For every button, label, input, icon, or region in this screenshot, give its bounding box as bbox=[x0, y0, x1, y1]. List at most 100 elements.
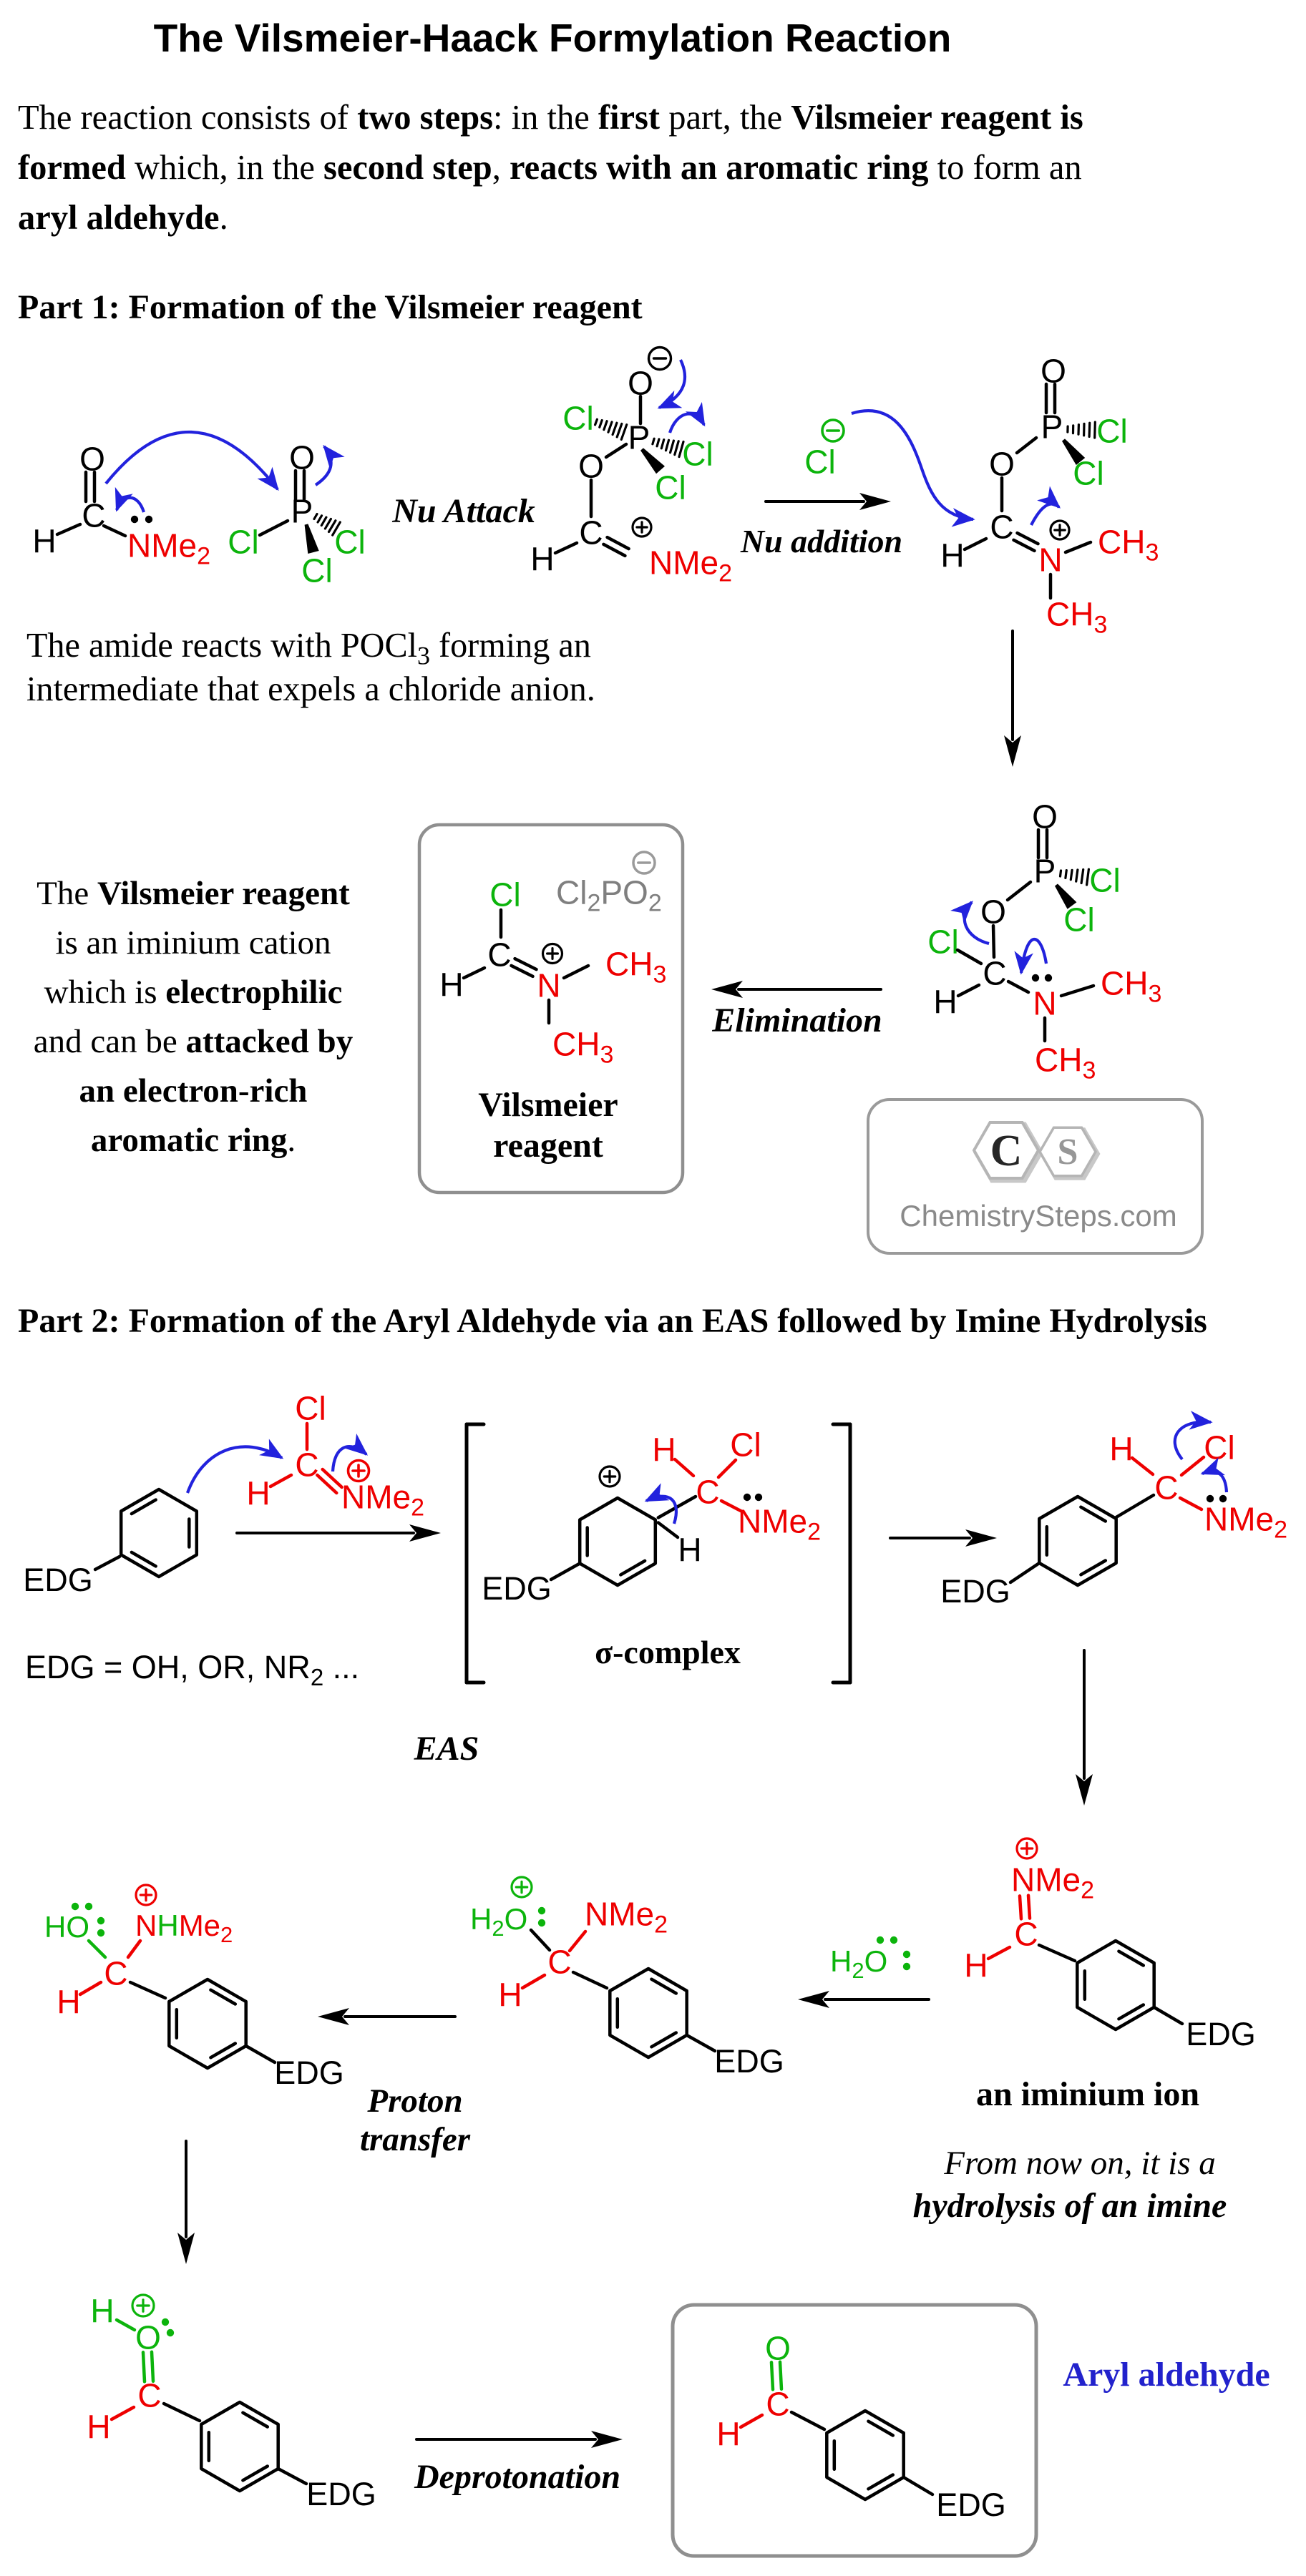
svg-text:NMe2: NMe2 bbox=[649, 544, 732, 587]
svg-text:C: C bbox=[104, 1954, 127, 1992]
svg-text:Cl: Cl bbox=[489, 876, 520, 913]
svg-text:O: O bbox=[989, 445, 1015, 482]
svg-text:C: C bbox=[487, 936, 511, 973]
svg-text:C: C bbox=[1154, 1469, 1178, 1506]
svg-text:O: O bbox=[578, 447, 604, 484]
svg-text:NMe2: NMe2 bbox=[585, 1895, 668, 1938]
svg-text:an iminium ion: an iminium ion bbox=[976, 2075, 1199, 2113]
svg-text:O: O bbox=[980, 893, 1006, 930]
svg-text:Vilsmeier: Vilsmeier bbox=[478, 1086, 618, 1124]
svg-text:H: H bbox=[940, 537, 964, 574]
svg-text:Nu Attack: Nu Attack bbox=[391, 492, 535, 530]
svg-text:ChemistrySteps.com: ChemistrySteps.com bbox=[900, 1199, 1176, 1233]
svg-text:is an iminium cation: is an iminium cation bbox=[55, 924, 331, 961]
svg-text:Cl: Cl bbox=[1204, 1429, 1234, 1466]
svg-text:C: C bbox=[295, 1446, 318, 1483]
svg-text:H: H bbox=[439, 966, 463, 1003]
svg-text:Cl: Cl bbox=[1063, 901, 1094, 938]
svg-text:C: C bbox=[990, 1127, 1023, 1175]
svg-text:NHMe2: NHMe2 bbox=[135, 1909, 233, 1947]
svg-text:Cl: Cl bbox=[804, 443, 835, 480]
svg-text:Cl: Cl bbox=[334, 523, 365, 560]
svg-text:From now on, it is a: From now on, it is a bbox=[943, 2145, 1216, 2182]
svg-text:H: H bbox=[57, 1983, 80, 2020]
svg-text:Cl: Cl bbox=[1096, 412, 1127, 449]
svg-text:Deprotonation: Deprotonation bbox=[414, 2458, 620, 2496]
svg-text:The amide reacts with POCl3 fo: The amide reacts with POCl3 forming an bbox=[26, 627, 591, 670]
svg-text:which is electrophilic: which is electrophilic bbox=[44, 974, 343, 1011]
svg-text:S: S bbox=[1058, 1132, 1078, 1172]
svg-text:The Vilsmeier-Haack Formylatio: The Vilsmeier-Haack Formylation Reaction bbox=[154, 16, 952, 60]
svg-text:H2O: H2O bbox=[470, 1902, 527, 1941]
svg-text:H: H bbox=[90, 2292, 114, 2329]
svg-text:formed which, in the second st: formed which, in the second step, reacts… bbox=[18, 149, 1082, 187]
svg-text:Cl: Cl bbox=[301, 552, 332, 589]
svg-text:O: O bbox=[1041, 352, 1066, 389]
svg-text:N: N bbox=[537, 966, 560, 1004]
svg-text:H: H bbox=[652, 1431, 676, 1468]
svg-text:NMe2: NMe2 bbox=[341, 1478, 424, 1521]
svg-text:C: C bbox=[990, 508, 1013, 545]
svg-text:C: C bbox=[137, 2376, 161, 2414]
svg-text:H: H bbox=[530, 540, 554, 577]
svg-text:Part 1: Formation of the Vilsm: Part 1: Formation of the Vilsmeier reage… bbox=[18, 288, 643, 326]
svg-text:NMe2: NMe2 bbox=[738, 1502, 821, 1545]
svg-text:H2O: H2O bbox=[830, 1944, 887, 1983]
svg-text:EDG: EDG bbox=[936, 2487, 1006, 2523]
svg-text:O: O bbox=[289, 439, 315, 476]
svg-text:C: C bbox=[579, 514, 603, 551]
svg-text:EDG: EDG bbox=[482, 1570, 552, 1607]
svg-text:NMe2: NMe2 bbox=[127, 527, 210, 569]
svg-text:Cl: Cl bbox=[655, 469, 686, 506]
svg-text:and can be attacked by: and can be attacked by bbox=[34, 1023, 354, 1060]
svg-text:H: H bbox=[1109, 1430, 1133, 1467]
svg-text:Cl: Cl bbox=[562, 399, 593, 436]
svg-text:C: C bbox=[766, 2385, 789, 2422]
svg-text:Cl: Cl bbox=[1089, 861, 1120, 898]
svg-text:C: C bbox=[696, 1473, 719, 1510]
svg-text:CH3: CH3 bbox=[1098, 523, 1159, 566]
svg-text:C: C bbox=[547, 1943, 571, 1980]
svg-text:O: O bbox=[765, 2329, 791, 2366]
svg-text:hydrolysis of an imine: hydrolysis of an imine bbox=[913, 2187, 1227, 2225]
svg-text:EDG = OH, OR, NR2 ...: EDG = OH, OR, NR2 ... bbox=[25, 1649, 359, 1690]
svg-text:EDG: EDG bbox=[274, 2055, 344, 2091]
svg-text:C: C bbox=[1014, 1915, 1038, 1952]
svg-text:H: H bbox=[246, 1474, 270, 1512]
svg-text:Cl2PO2: Cl2PO2 bbox=[556, 873, 662, 916]
svg-text:Part 2: Formation of the Aryl: Part 2: Formation of the Aryl Aldehyde v… bbox=[18, 1302, 1207, 1340]
svg-text:Aryl aldehyde: Aryl aldehyde bbox=[1063, 2356, 1270, 2394]
svg-text:EDG: EDG bbox=[1186, 2016, 1256, 2052]
svg-text:Cl: Cl bbox=[1073, 454, 1103, 491]
svg-text:H: H bbox=[498, 1976, 522, 2013]
svg-text:Cl: Cl bbox=[682, 435, 713, 472]
svg-text:CH3: CH3 bbox=[605, 945, 666, 988]
svg-text:The reaction consists of two s: The reaction consists of two steps: in t… bbox=[18, 99, 1083, 137]
svg-text:O: O bbox=[135, 2318, 161, 2356]
svg-text:H: H bbox=[716, 2415, 740, 2452]
svg-text:H: H bbox=[87, 2408, 110, 2445]
svg-text:N: N bbox=[1038, 541, 1062, 578]
svg-text:C: C bbox=[983, 954, 1006, 991]
svg-text:Cl: Cl bbox=[730, 1426, 761, 1463]
svg-text:O: O bbox=[79, 440, 105, 477]
svg-text:Elimination: Elimination bbox=[711, 1001, 882, 1039]
svg-text:transfer: transfer bbox=[360, 2121, 471, 2158]
svg-text:Cl: Cl bbox=[295, 1389, 326, 1426]
svg-text:an electron-rich: an electron-rich bbox=[79, 1072, 308, 1110]
svg-text:CH3: CH3 bbox=[1101, 964, 1161, 1007]
svg-text:CH3: CH3 bbox=[552, 1025, 613, 1068]
svg-text:reagent: reagent bbox=[493, 1127, 603, 1165]
svg-text:H: H bbox=[678, 1531, 701, 1568]
svg-text:Cl: Cl bbox=[927, 923, 958, 960]
svg-text:EDG: EDG bbox=[306, 2476, 376, 2512]
svg-text:O: O bbox=[1032, 798, 1058, 835]
svg-text:EAS: EAS bbox=[414, 1730, 479, 1768]
svg-text:Nu addition: Nu addition bbox=[740, 523, 902, 559]
svg-text:The Vilsmeier reagent: The Vilsmeier reagent bbox=[36, 875, 350, 912]
svg-text:P: P bbox=[1041, 408, 1063, 445]
svg-text:EDG: EDG bbox=[940, 1573, 1010, 1610]
svg-text:H: H bbox=[32, 522, 56, 559]
svg-text:intermediate that expels a chl: intermediate that expels a chloride anio… bbox=[26, 670, 595, 708]
svg-text:NMe2: NMe2 bbox=[1011, 1861, 1094, 1904]
